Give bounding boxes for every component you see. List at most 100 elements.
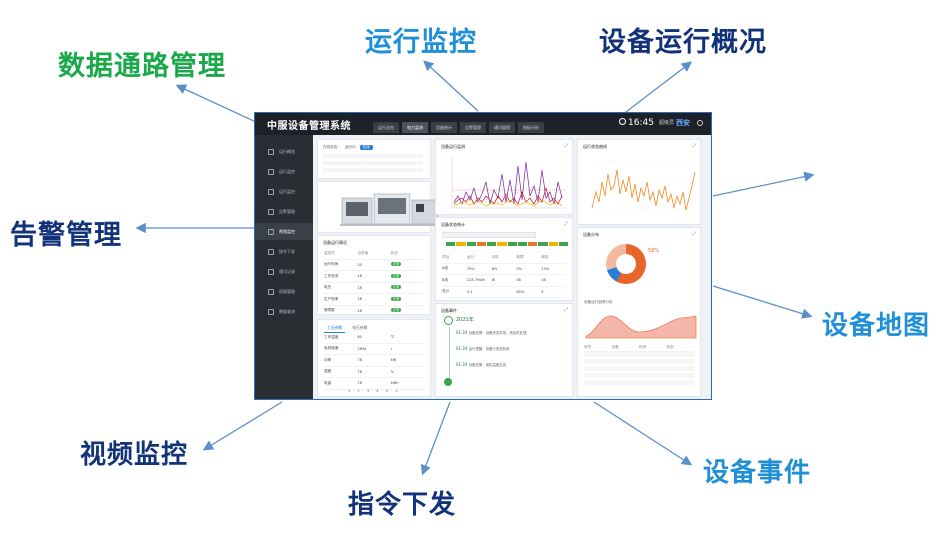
run-monitor-chart-panel: 设备运行监测 ⤢ — [435, 139, 573, 215]
document-icon — [268, 268, 274, 275]
status-badge: 正常 — [390, 273, 402, 278]
user-name[interactable]: 超级员 — [659, 120, 675, 126]
clock: 16:45 — [619, 118, 654, 128]
cell: 20 — [357, 262, 362, 267]
table-row: 工作温度 60 ℃ — [324, 332, 424, 344]
sidebar-item-alarm[interactable]: 告警管理 — [255, 203, 313, 220]
event-item[interactable]: 01-24 设备告警：电机温度过高 — [456, 362, 584, 367]
expand-icon[interactable]: ⤢ — [563, 307, 568, 313]
device-status-panel: 在线状态： 运行中 在线 — [317, 139, 431, 179]
sidebar-label: 数据查询 — [279, 308, 295, 314]
location[interactable]: 西安 — [676, 119, 690, 127]
system-title: 中服设备管理系统 — [267, 121, 351, 132]
col-header: 时间 — [639, 345, 647, 349]
tab-power[interactable]: 电力监测 — [402, 122, 428, 133]
event-date: 01-24 — [456, 362, 468, 367]
sidebar-item-query[interactable]: 数据查询 — [255, 303, 313, 320]
table-header: 项目运行待机故障离线 — [442, 252, 566, 264]
cell: 工作温度 — [324, 334, 339, 339]
date-range-input[interactable] — [442, 232, 536, 238]
sidebar: 运行概览 运行监控 运行监控 告警管理 视频监控 指令下发 通讯记录 权限管理 … — [255, 135, 313, 399]
alarm-icon — [268, 208, 274, 215]
sidebar-item-settings[interactable]: 运行监控 — [255, 183, 313, 200]
cell: 48 — [516, 278, 521, 283]
event-panel-title: 设备事件 — [441, 308, 457, 313]
cell: W — [491, 278, 496, 283]
sidebar-label: 通讯记录 — [279, 268, 295, 274]
tab-comm[interactable]: 通讯管理 — [489, 122, 515, 133]
tab-metrics[interactable]: 指标分析 — [518, 122, 544, 133]
event-item[interactable]: 01-24 运行提醒：设备已完成检修 — [456, 346, 584, 351]
power-icon[interactable] — [697, 120, 703, 126]
cell: 18 — [357, 274, 362, 279]
col-header: 运行 — [466, 254, 474, 259]
tab-voltage-params[interactable]: 电压参数 — [352, 325, 368, 330]
tab-alarm[interactable]: 告警管理 — [460, 122, 486, 133]
status-stats-title: 设备状态统计 — [441, 222, 465, 227]
cell: % — [390, 369, 395, 374]
cell: 2% — [516, 266, 523, 271]
pagination[interactable]: 1 2 3 4 5 > — [348, 389, 402, 393]
video-icon — [268, 228, 274, 235]
run-monitor-callout: 运行监控 — [365, 27, 477, 58]
cell: 2894 — [357, 346, 367, 351]
event-text: 设备告警：设备状态异常，请及时处理 — [468, 331, 527, 335]
expand-icon[interactable]: ⤢ — [691, 143, 696, 149]
sidebar-item-comm[interactable]: 通讯记录 — [255, 263, 313, 280]
sidebar-label: 运行监控 — [279, 168, 295, 174]
sidebar-label: 视频监控 — [279, 228, 295, 234]
sidebar-item-command[interactable]: 指令下发 — [255, 243, 313, 260]
sidebar-item-monitor[interactable]: 运行监控 — [255, 163, 313, 180]
cell: 电机转速 — [324, 346, 339, 351]
donut-hole — [616, 254, 636, 274]
orange-line-chart — [591, 161, 696, 211]
expand-icon[interactable]: ⤢ — [563, 221, 568, 227]
expand-icon[interactable]: ⤢ — [691, 231, 696, 237]
event-item[interactable]: 01-24 设备告警：设备状态异常，请及时处理 — [456, 330, 584, 335]
status-badge: 正常 — [390, 308, 402, 313]
sidebar-label: 指令下发 — [279, 248, 295, 254]
event-timeline: 2021年 01-24 设备告警：设备状态异常，请及时处理 01-24 运行提醒… — [442, 316, 568, 396]
sidebar-item-video[interactable]: 视频监控 — [255, 223, 313, 240]
area-chart-title: 设备运行趋势分析 — [584, 300, 613, 304]
cell: 湿度 — [324, 369, 332, 374]
sidebar-item-overview[interactable]: 运行概览 — [255, 143, 313, 160]
event-date: 01-24 — [456, 330, 468, 335]
event-date: 01-24 — [456, 346, 468, 351]
table-header: 序号设备时间状态 — [584, 344, 694, 352]
col-header: 序号 — [584, 345, 592, 349]
device-event-callout: 设备事件 — [703, 458, 812, 488]
status-badge: 正常 — [390, 262, 402, 267]
cell: 18 — [357, 308, 362, 313]
data-channel-callout: 数据通路管理 — [58, 51, 226, 82]
donut-percent: 58% — [648, 248, 660, 254]
tab-overview[interactable]: 运行总览 — [373, 122, 399, 133]
col-header: 当前值 — [357, 250, 369, 255]
device-event-panel: 设备事件 ⤢ 2021年 01-24 设备告警：设备状态异常，请及时处理 01-… — [435, 303, 573, 397]
top-tabs: 运行总览 电力监测 设备统计 告警管理 通讯管理 指标分析 — [373, 122, 544, 133]
device-status-row: 在线状态： 运行中 在线 — [323, 145, 373, 150]
param-tabs: 工况参数 电压参数 — [324, 324, 370, 333]
sidebar-item-permission[interactable]: 权限管理 — [255, 283, 313, 300]
cell: kW — [390, 358, 397, 363]
cell: 16 — [541, 278, 546, 283]
expand-icon[interactable]: ⤢ — [563, 143, 568, 149]
status-badge: 在线 — [359, 145, 373, 150]
cell: 8% — [491, 266, 498, 271]
tab-stats[interactable]: 设备统计 — [431, 122, 457, 133]
cell: 60 — [357, 335, 362, 340]
device-map-callout: 设备地图 — [822, 311, 931, 341]
cell: 23% — [541, 266, 550, 271]
tab-work-params[interactable]: 工况参数 — [324, 324, 346, 333]
cell: ℃ — [390, 335, 395, 340]
